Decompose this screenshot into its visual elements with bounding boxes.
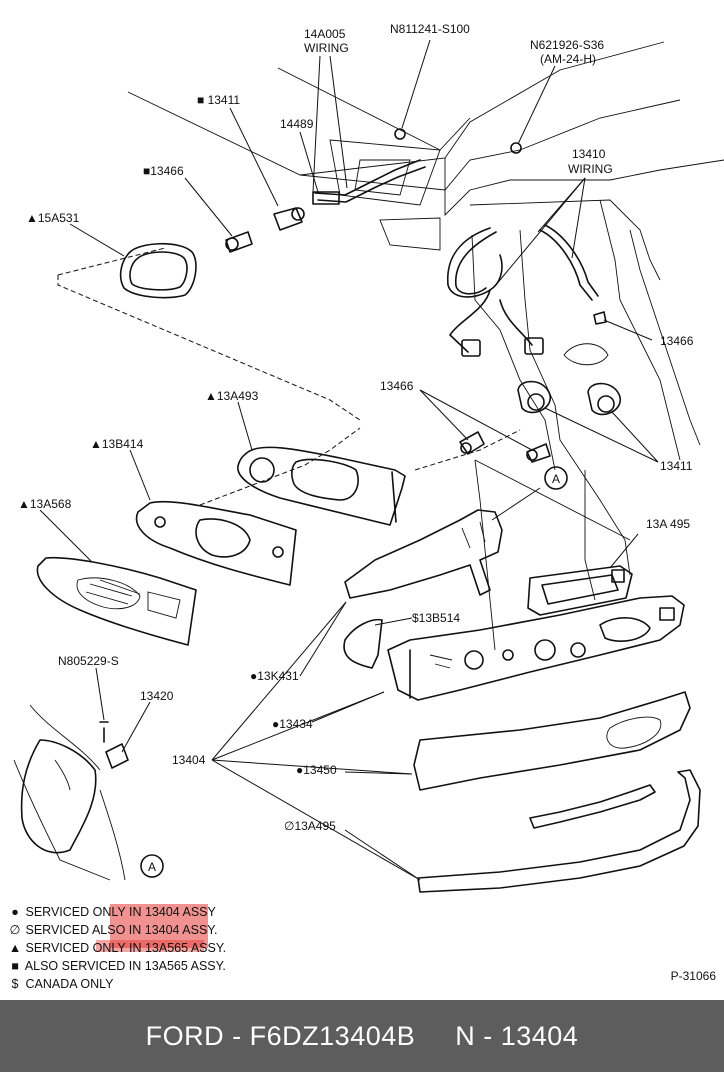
lamp-assembly-13404 [387,595,685,701]
callout-a-bottom: A [148,860,156,874]
legend-row: ■ ALSO SERVICED IN 13A565 ASSY. [8,957,338,975]
callout-13466-right: 13466 [660,334,694,348]
legend-row: $ CANADA ONLY [8,975,338,993]
callout-n621926: N621926-S36 [530,38,604,52]
callout-wiring-top: WIRING [304,41,349,55]
reference-circle-a-top [544,466,568,490]
exploded-parts-diagram: 14A005 WIRING N811241-S100 N621926-S36 (… [13,22,724,893]
callout-13a495b: ∅13A495 [284,819,336,833]
quarter-panel-detail [13,704,129,881]
callout-n811241: N811241-S100 [390,22,470,36]
drawing-reference-number: P-31066 [670,969,716,983]
callout-13411-right: 13411 [660,459,693,473]
callout-13a568: ▲13A568 [18,497,72,511]
callout-13404: 13404 [172,753,206,767]
legend-row: ● SERVICED ONLY IN 13404 ASSY [8,903,338,921]
legend-text: CANADA ONLY [25,977,114,991]
callout-am24h: (AM-24-H) [540,52,596,66]
callout-13466-top: ■13466 [143,164,184,178]
callout-13410: 13410 [572,147,606,161]
symbol-legend: ● SERVICED ONLY IN 13404 ASSY ∅ SERVICED… [8,903,338,993]
callout-a-top: A [552,472,560,486]
legend-symbol: ● [11,905,19,919]
lens-13b414 [135,500,297,586]
callout-13434: ●13434 [272,717,313,731]
callout-wiring-right: WIRING [568,162,613,176]
callout-14489: 14489 [280,117,314,131]
legend-symbol: $ [11,977,19,991]
callout-13b414: ▲13B414 [90,437,144,451]
housing-13a493 [237,446,406,526]
legend-symbol: ▲ [8,941,22,955]
sockets-and-bulbs [225,128,621,463]
callout-n805229: N805229-S [58,654,119,668]
legend-symbol: ∅ [9,923,21,937]
legend-row: ▲ SERVICED ONLY IN 13A565 ASSY. [8,939,338,957]
lens-13450 [413,691,691,791]
callout-labels: 14A005 WIRING N811241-S100 N621926-S36 (… [18,22,694,874]
callout-13420: 13420 [140,689,174,703]
highlight-mark [110,904,208,948]
footer-part-number: FORD - F6DZ13404B N - 13404 [145,1020,579,1051]
lens-13a495 [527,565,633,616]
callout-13k431: ●13K431 [250,669,299,683]
reference-markers [140,466,568,878]
reference-circle-a-bottom [140,854,164,878]
callout-13a493: ▲13A493 [205,389,259,403]
gasket-15a531 [119,242,197,299]
reflector-13b514 [343,618,383,669]
wiring-harness [312,159,599,357]
callout-13411-top: ■ 13411 [197,93,240,107]
gasket-13a495-lower [417,769,701,893]
callout-13a495: 13A 495 [646,517,690,531]
legend-text: SERVICED ONLY IN 13A565 ASSY. [25,941,227,955]
bracket-13k431 [344,509,503,599]
legend-symbol: ■ [11,959,19,973]
lens-13a568 [36,556,197,646]
vehicle-body-outline [57,41,724,651]
callout-13466-mid: 13466 [380,379,414,393]
callout-14a005: 14A005 [304,27,346,41]
part-number-footer: FORD - F6DZ13404B N - 13404 [0,1000,724,1072]
legend-text: SERVICED ALSO IN 13404 ASSY. [25,923,218,937]
callout-13b514: $13B514 [412,611,460,625]
leader-lines [39,39,659,881]
highlight-mark [96,940,204,952]
legend-text: ALSO SERVICED IN 13A565 ASSY. [24,959,226,973]
callout-13450: ●13450 [296,763,337,777]
callout-15a531: ▲15A531 [26,211,80,225]
legend-text: SERVICED ONLY IN 13404 ASSY [25,905,216,919]
legend-row: ∅ SERVICED ALSO IN 13404 ASSY. [8,921,338,939]
